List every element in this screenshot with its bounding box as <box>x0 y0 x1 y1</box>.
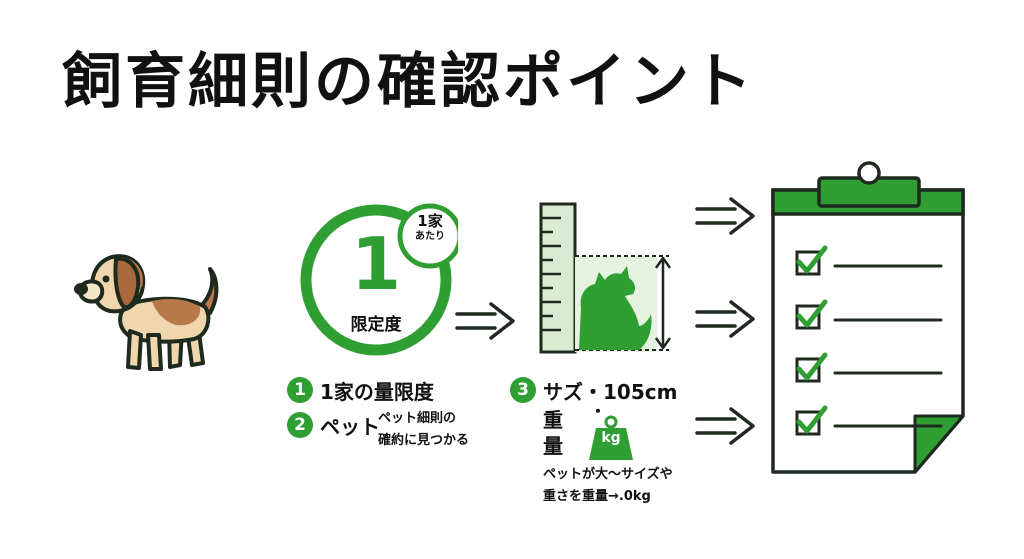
weight-unit: kg <box>601 430 621 446</box>
ruler-icon <box>539 202 672 354</box>
double-arrow-icon <box>695 197 755 235</box>
item-3-note-line1: ペットが大〜サイズや <box>543 467 673 482</box>
item-2-label: ペット <box>320 415 380 439</box>
limit-badge: 1 限定度 1家 あたり <box>298 198 458 358</box>
item-3-note-line2: 重さを重量→.0kg <box>543 489 651 504</box>
double-arrow-icon <box>695 407 755 445</box>
double-arrow-icon <box>455 302 515 340</box>
clipboard-checklist-icon <box>771 161 965 474</box>
dog-silhouette-icon <box>579 266 652 350</box>
double-arrow-icon <box>695 300 755 338</box>
item-3-weight-line2: 量 <box>543 434 563 458</box>
sub-badge-line2: あたり <box>415 231 445 242</box>
weight-icon <box>589 415 633 460</box>
limit-caption: 限定度 <box>350 315 402 335</box>
page-title: 飼育細則の確認ポイント <box>62 47 755 117</box>
item-2-note-line2: 確約に見つかる <box>378 433 470 448</box>
item-3-number: 3 <box>510 377 536 403</box>
item-3-weight-line1: 重 <box>543 408 563 432</box>
sub-badge-line1: 1家 <box>417 212 443 230</box>
item-1-number: 1 <box>287 377 313 403</box>
limit-ring <box>300 203 458 356</box>
item-2-note-line1: ペット細則の <box>378 411 457 426</box>
item-1-label: 1家の量限度 <box>320 380 434 404</box>
item-3-dot: ・ <box>590 402 607 421</box>
limit-number: 1 <box>350 222 402 306</box>
item-2-number: 2 <box>287 412 313 438</box>
dog-icon <box>74 254 219 371</box>
item-3-label: サズ・105cm <box>543 380 678 404</box>
